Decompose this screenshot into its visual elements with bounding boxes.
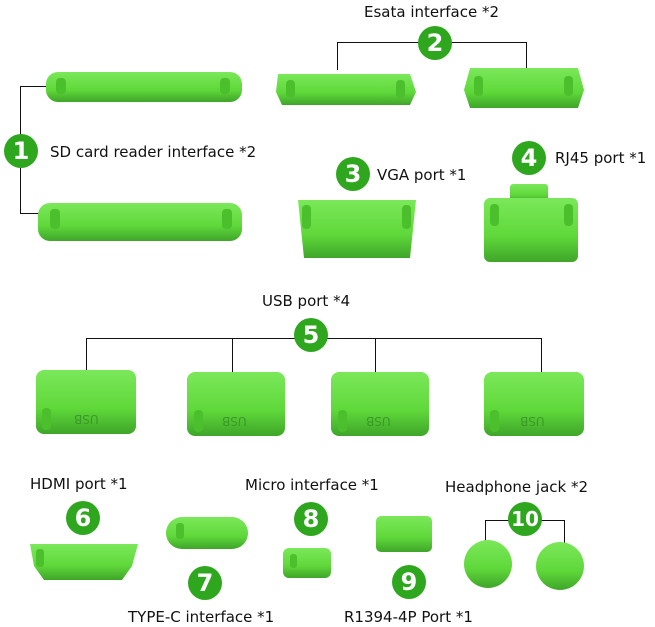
label-typec: TYPE-C interface *1 xyxy=(128,608,275,626)
connector-line xyxy=(564,520,565,544)
esata-plug xyxy=(464,68,584,108)
badge-3: 3 xyxy=(336,157,370,191)
connector-line xyxy=(337,42,338,70)
label-headphone: Headphone jack *2 xyxy=(445,478,589,496)
usb-plug xyxy=(187,372,285,436)
label-esata: Esata interface *2 xyxy=(364,3,500,21)
badge-2: 2 xyxy=(418,26,452,60)
connector-line xyxy=(86,338,87,372)
connector-line xyxy=(20,213,42,214)
label-sd-card: SD card reader interface *2 xyxy=(50,143,257,161)
sd-card-plug xyxy=(38,203,242,241)
connector-line xyxy=(526,42,527,70)
label-usb: USB port *4 xyxy=(262,292,351,310)
typec-plug xyxy=(166,517,248,549)
connector-line xyxy=(485,520,486,544)
connector-line xyxy=(375,338,376,372)
usb-plug xyxy=(331,372,429,436)
label-micro: Micro interface *1 xyxy=(245,476,379,494)
badge-8: 8 xyxy=(294,502,328,536)
label-r1394: R1394-4P Port *1 xyxy=(344,608,473,626)
usb-plug-text: USB xyxy=(520,414,545,428)
connector-line xyxy=(20,86,50,87)
usb-plug-text: USB xyxy=(222,414,247,428)
connector-line xyxy=(232,338,233,372)
usb-plug xyxy=(484,372,584,436)
rj45-plug xyxy=(484,184,578,262)
esata-plug xyxy=(276,74,416,105)
connector-line xyxy=(541,338,542,372)
micro-plug xyxy=(283,548,331,578)
badge-9: 9 xyxy=(392,565,426,599)
r1394-plug xyxy=(376,516,432,552)
headphone-plug xyxy=(536,542,584,590)
sd-card-plug xyxy=(46,72,242,102)
badge-4: 4 xyxy=(512,141,546,175)
headphone-plug xyxy=(464,540,512,588)
label-rj45: RJ45 port *1 xyxy=(555,149,647,167)
label-vga: VGA port *1 xyxy=(377,166,467,184)
badge-7: 7 xyxy=(188,566,222,600)
badge-1: 1 xyxy=(4,134,38,168)
vga-plug xyxy=(298,200,416,258)
badge-5: 5 xyxy=(294,318,328,352)
usb-plug-text: USB xyxy=(74,412,99,426)
badge-10: 10 xyxy=(508,502,542,536)
usb-plug xyxy=(36,370,136,434)
hdmi-plug xyxy=(30,544,138,580)
usb-plug-text: USB xyxy=(366,414,391,428)
badge-6: 6 xyxy=(66,501,100,535)
label-hdmi: HDMI port *1 xyxy=(30,475,128,493)
